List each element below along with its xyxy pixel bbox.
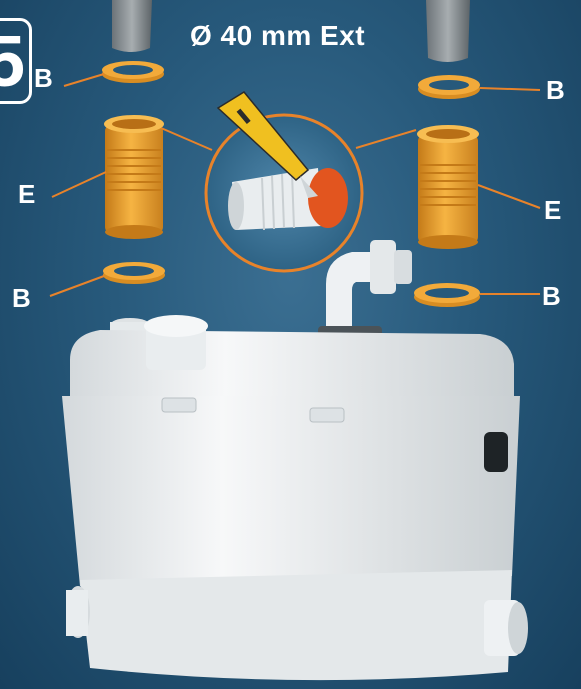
label-b-bottom-left: B (12, 284, 31, 312)
clamp-top-right (418, 75, 480, 99)
label-e-left: E (18, 180, 35, 208)
sleeve-right (417, 125, 479, 249)
label-b-top-left: B (34, 64, 53, 92)
clamp-bottom-left (103, 262, 165, 284)
sleeve-left (104, 115, 164, 239)
clamp-bottom-right (414, 283, 480, 307)
label-b-bottom-right: B (542, 282, 561, 310)
pipe-top-left (112, 0, 152, 52)
pipe-top-right (426, 0, 470, 62)
clamp-top-left (102, 61, 164, 83)
label-e-right: E (544, 196, 561, 224)
label-b-top-right: B (546, 76, 565, 104)
pump-unit (62, 315, 528, 680)
